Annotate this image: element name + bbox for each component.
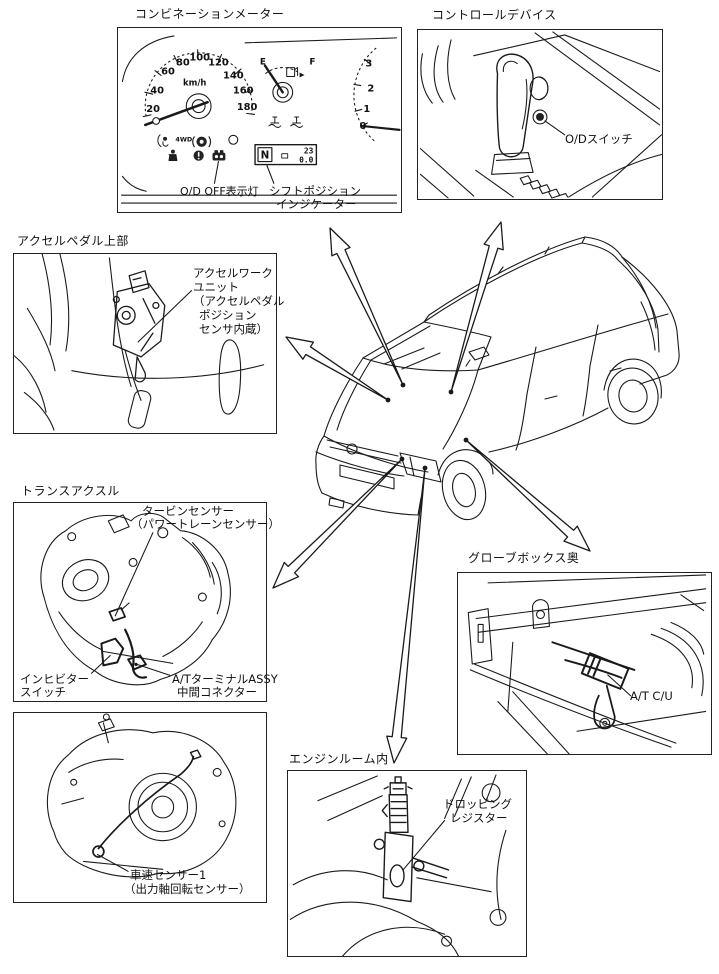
tach-tick: 3	[365, 59, 372, 70]
speedo-unit: km/h	[183, 77, 206, 87]
seatbelt-warning-icon	[168, 149, 178, 162]
accelerator-pedal-title: アクセルペダル上部	[17, 234, 129, 248]
trip-value: 0.0	[299, 156, 314, 165]
speedo-tick: 100	[189, 53, 210, 64]
combination-meter-panel: 20 40 60 80 100 120 140 160 180 km/h E F…	[117, 27, 402, 213]
inhibitor-switch-label: スイッチ	[20, 685, 66, 699]
transaxle-lower-panel	[13, 712, 267, 903]
coolant-temp-icon	[290, 116, 304, 128]
arrow-to-combination-meter	[329, 227, 406, 388]
control-device-panel	[417, 29, 663, 200]
dropping-resistor-label: ドロッピング	[443, 797, 512, 811]
od-switch	[532, 109, 548, 125]
arrow-to-glove-box	[463, 437, 591, 552]
glove-box-panel	[457, 572, 712, 755]
at-terminal-label: A/TターミナルASSY	[172, 672, 278, 686]
inhibitor-switch-label: インヒビター	[20, 672, 89, 686]
glove-box-title: グローブボックス奥	[468, 551, 580, 565]
accel-work-unit-label: アクセルワーク	[193, 266, 273, 280]
control-device-illustration	[419, 31, 662, 199]
arrow-to-transaxle	[272, 456, 405, 589]
speedo-tick: 140	[223, 70, 244, 81]
shift-gear-value: N	[261, 150, 270, 162]
tach-tick: 0	[359, 121, 366, 132]
accel-work-unit-label: ユニット	[193, 280, 239, 294]
accelerator-pedal-panel	[13, 253, 277, 434]
glove-box-illustration	[467, 574, 707, 754]
brake-warning-icon	[192, 136, 212, 148]
combination-meter-illustration: 20 40 60 80 100 120 140 160 180 km/h E F…	[120, 35, 401, 204]
od-off-indicator-label: O/D OFF表示灯	[180, 185, 259, 198]
fuel-empty-label: E	[260, 58, 266, 68]
arrow-to-engine-room	[386, 465, 428, 764]
speedo-tick: 60	[161, 66, 175, 77]
transaxle-lower-illustration	[46, 713, 237, 878]
at-cu-label: A/T C/U	[630, 689, 673, 703]
od-off-indicator-icon	[212, 150, 226, 161]
speed-sensor-label: （出力軸回転センサー）	[124, 882, 251, 896]
transaxle-upper-illustration	[40, 512, 231, 686]
fourwd-indicator-label: 4WD	[175, 136, 192, 144]
speedo-tick: 160	[233, 85, 254, 96]
engine-room-panel	[287, 770, 527, 957]
vehicle-illustration	[315, 236, 680, 521]
engine-room-illustration	[289, 774, 507, 956]
dropping-resistor-label: レジスター	[450, 811, 508, 825]
speedo-tick: 20	[146, 104, 160, 115]
speedo-tick: 120	[208, 58, 229, 69]
control-device-title: コントロールデバイス	[432, 8, 557, 22]
accel-work-unit-label: ポジション	[199, 308, 257, 322]
shift-position-display	[254, 144, 318, 166]
accel-work-unit-label: （アクセルペダル	[193, 294, 285, 308]
tach-tick: 2	[367, 83, 374, 94]
shift-position-indicator-label: シフトポジション	[269, 184, 361, 198]
engine-room-title: エンジンルーム内	[289, 752, 389, 766]
arrow-to-control-device	[448, 221, 504, 395]
speed-sensor-label: 車速センサー1	[130, 868, 207, 882]
turbine-sensor-label: （パワートレーンセンサー）	[131, 517, 280, 531]
speedo-tick: 180	[237, 102, 258, 113]
speedo-tick: 80	[176, 58, 190, 69]
transaxle-title: トランスアクスル	[21, 484, 120, 498]
odometer-value: 23	[304, 147, 314, 156]
fuel-full-label: F	[309, 58, 315, 68]
od-switch-label: O/Dスイッチ	[565, 132, 633, 146]
indicator-lamp-circle	[228, 134, 239, 145]
coolant-temp-icon	[268, 116, 282, 128]
transaxle-upper-panel	[13, 502, 267, 702]
combination-meter-title: コンビネーションメーター	[135, 7, 285, 21]
at-terminal-label: 中間コネクター	[177, 685, 258, 699]
speedo-tick: 40	[150, 85, 164, 96]
airbag-warning-icon	[157, 134, 169, 148]
shift-position-indicator-label: インジケーター	[276, 197, 357, 211]
accel-work-unit-label: センサ内蔵）	[199, 322, 268, 336]
tach-tick: 1	[363, 104, 370, 115]
turbine-sensor-label: タービンセンサー	[142, 504, 234, 518]
accelerator-pedal-illustration	[14, 254, 265, 431]
arrow-to-accelerator-pedal	[285, 336, 391, 403]
fuel-pump-icon	[286, 67, 305, 78]
exclamation-warning-icon	[193, 150, 204, 161]
